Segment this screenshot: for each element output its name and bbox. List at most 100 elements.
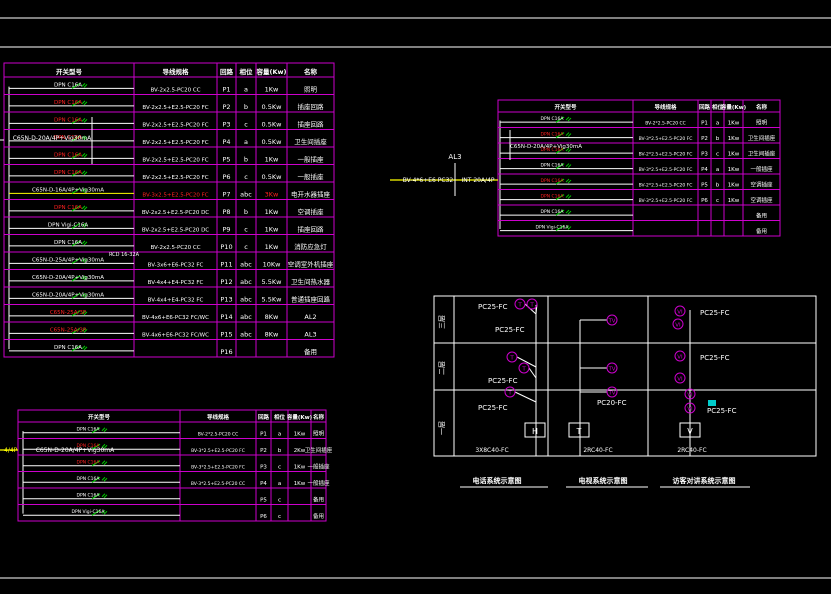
phone-box-label: H: [532, 427, 538, 436]
breaker-symbol: [555, 225, 565, 232]
circuit-name: 一般插座: [298, 155, 325, 164]
phase: a: [716, 167, 719, 173]
incoming-cable-label: BV-4*6+E6 PC32: [403, 177, 454, 184]
loop-id: P6: [701, 198, 708, 204]
phone-outlet: [504, 386, 516, 398]
circuit-name: AL3: [304, 331, 316, 339]
phase: b: [278, 448, 282, 454]
switch-label: DPN C16A: [541, 147, 565, 153]
circuit-name: 插座回路: [298, 120, 325, 129]
phase: a: [244, 86, 248, 94]
switch-label: C65N-25A/3P: [50, 327, 87, 333]
circuit-name: 备用: [304, 347, 317, 356]
breaker-mark: [81, 205, 88, 211]
breaker-symbol: [71, 152, 81, 159]
switch-label: DPN C16A: [541, 209, 565, 215]
breaker-mark: [81, 328, 88, 333]
wire-spec: BV-2x2.5+E2.5-PC20 FC: [142, 140, 208, 146]
loop-id: P14: [220, 313, 232, 321]
breaker-mark: [81, 345, 88, 351]
intercom-pipe-label: PC25-FC: [700, 309, 730, 317]
switch-label: DPN C16A: [77, 460, 101, 466]
switch-label: DPN C16A: [54, 135, 82, 141]
breaker-mark: [81, 258, 88, 263]
breaker-mark: [81, 188, 88, 193]
breaker-symbol: [71, 117, 81, 124]
switch-label: DPN C16A: [54, 205, 82, 211]
phase: b: [244, 208, 248, 216]
floor-label: 二层: [438, 361, 446, 375]
column-header: 回路: [220, 67, 234, 76]
breaker-symbol: [555, 194, 565, 201]
main-breaker-label: C65N-D-20A/4P+Vig30mA: [36, 447, 115, 454]
capacity: 1Kw: [728, 167, 740, 173]
tv-cable-label: 2RC40-FC: [583, 447, 612, 454]
circuit-name: 插座回路: [298, 225, 325, 234]
wire-spec: BV-2*2.5-PC20 CC: [645, 121, 686, 127]
switch-label: DPN C16A: [54, 82, 82, 88]
switch-label: DPN C16A: [541, 178, 565, 184]
breaker-symbol: [91, 427, 101, 434]
breaker-mark: [81, 153, 88, 158]
breaker-mark: [101, 427, 108, 433]
loop-id: P3: [701, 152, 708, 158]
intercom-unit: [674, 372, 686, 384]
phase: abc: [240, 313, 252, 321]
switch-label: DPN Vigi-C16A: [536, 225, 570, 231]
breaker-symbol: [555, 178, 565, 185]
switch-label: DPN Vigi-C16A: [48, 222, 88, 228]
breaker-symbol: [71, 240, 81, 247]
capacity: 1Kw: [265, 86, 279, 94]
phase: abc: [240, 278, 252, 286]
phone-branch: [528, 367, 537, 379]
loop-id: P1: [701, 121, 708, 127]
intercom-mark: [708, 400, 716, 406]
wire-spec: BV-3x2.5+E2.5-PC20 FC: [142, 193, 208, 199]
phase: c: [244, 226, 248, 234]
wire-spec: BV-3*2.5+E2.5-PC20 FC: [191, 448, 245, 454]
breaker-mark: [565, 147, 572, 153]
loop-id: P7: [222, 191, 230, 199]
phase: a: [278, 432, 281, 438]
phone-outlet: [526, 298, 538, 310]
tv-outlet-label: TV: [607, 367, 615, 373]
breaker-symbol: [71, 327, 81, 334]
column-header: 容量(Kw): [720, 103, 747, 111]
phase: c: [244, 121, 248, 129]
loop-id: P3: [222, 121, 230, 129]
breaker-symbol: [555, 147, 565, 154]
phase: c: [716, 198, 719, 204]
wire-spec: BV-2*2.5+E2.5-PC20 FC: [639, 152, 693, 158]
phone-pipe-label: PC25-FC: [488, 377, 518, 385]
tv-outlet: [606, 386, 618, 398]
phase: c: [278, 465, 281, 471]
phone-pipe-label: PC25-FC: [495, 326, 525, 334]
breaker-symbol: [91, 509, 101, 516]
circuit-name: 一般插座: [307, 479, 330, 487]
phone-branch: [514, 391, 537, 403]
capacity: 10Kw: [263, 261, 282, 269]
circuit-name: AL2: [304, 313, 316, 321]
intercom-unit: [672, 318, 684, 330]
breaker-mark: [101, 493, 108, 499]
column-header: 相位: [712, 103, 724, 111]
circuit-name: 卫生间插座: [305, 446, 333, 454]
main-breaker-label: C65N-D-20A/4P+Vig30mA: [13, 135, 92, 142]
loop-id: P15: [220, 331, 232, 339]
column-header: 名称: [756, 103, 768, 111]
breaker-mark: [81, 310, 88, 316]
phase: abc: [240, 331, 252, 339]
capacity: 1Kw: [728, 183, 740, 189]
wire-spec: BV-2x2.5-PC20 CC: [150, 88, 200, 94]
loop-id: P5: [701, 183, 708, 189]
breaker-mark: [81, 240, 88, 246]
breaker-mark: [565, 178, 572, 184]
riser-border: [433, 295, 817, 457]
intercom-title: 访客对讲系统示意图: [673, 476, 736, 485]
main-breaker-label: C65N-D-20A/4P+Vig30mA: [510, 144, 582, 150]
breaker-mark: [101, 509, 108, 515]
intercom-unit-label: VI: [687, 393, 693, 399]
column-header: 名称: [304, 67, 318, 76]
breaker-mark: [565, 132, 572, 137]
rcd-note: RCD 16-32A: [109, 252, 140, 258]
